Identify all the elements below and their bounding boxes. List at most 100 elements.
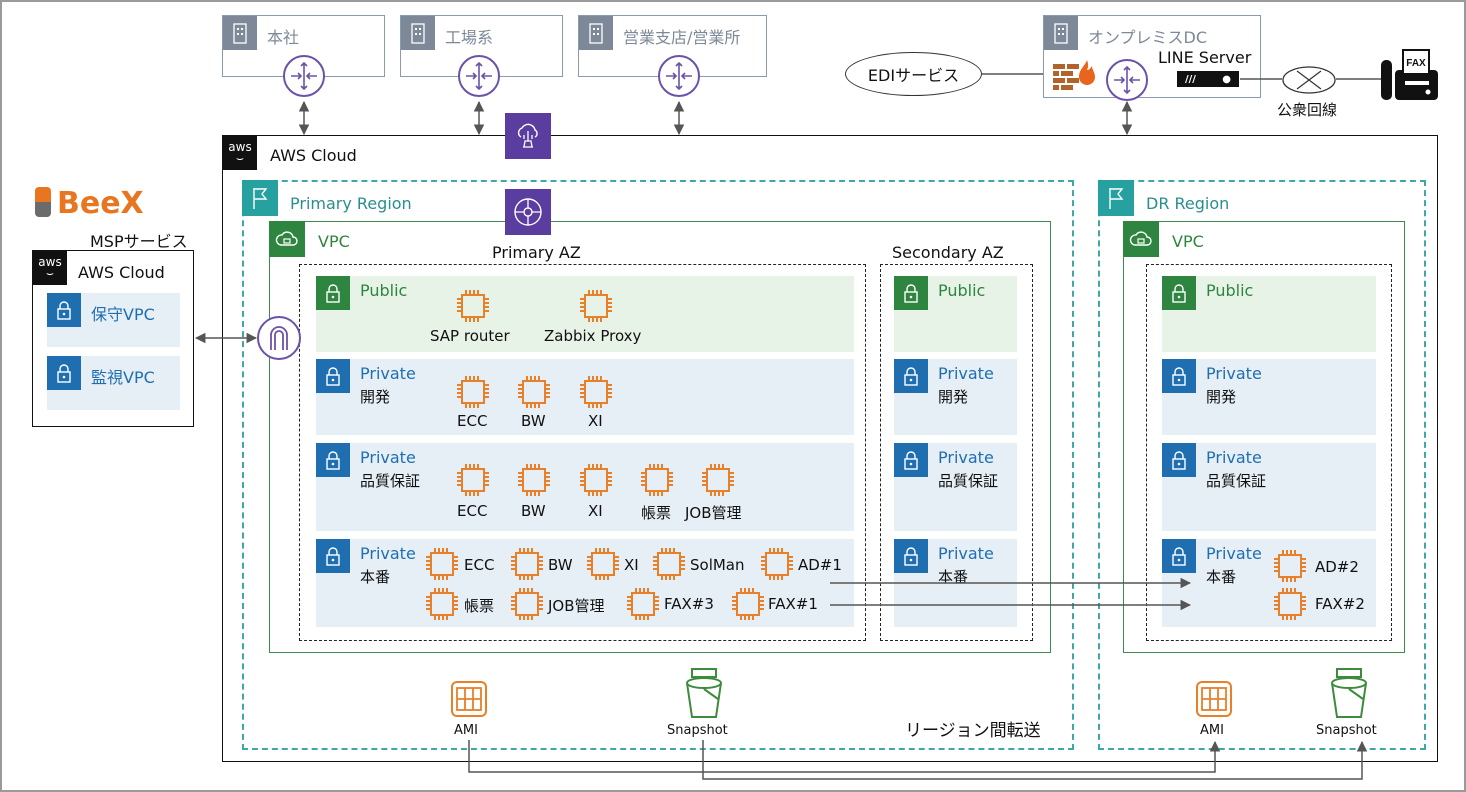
subnet-title: Private xyxy=(1206,544,1262,563)
subnet-title: Private xyxy=(360,364,416,383)
subnet-environment: 品質保証 xyxy=(938,472,999,490)
secondary-az xyxy=(880,264,1033,641)
beex-logo: BeeX xyxy=(35,186,144,221)
ec2-instance-icon xyxy=(701,463,735,497)
snapshot-bucket-icon xyxy=(682,665,726,721)
vpc-label: VPC xyxy=(1172,232,1204,251)
subnet-environment: 開発 xyxy=(360,388,391,406)
lock-icon xyxy=(316,443,350,477)
subnet-private: Private 本番 xyxy=(1162,539,1376,627)
instance-label: 帳票 xyxy=(641,504,672,522)
firewall-icon xyxy=(1053,58,1097,90)
lock-icon xyxy=(316,539,350,573)
instance-label: FAX#1 xyxy=(768,595,818,613)
dr-snapshot-label: Snapshot xyxy=(1316,723,1377,738)
subnet-title: Private xyxy=(1206,448,1262,467)
ec2-instance-icon xyxy=(731,587,765,621)
subnet-private: Private 本番 xyxy=(316,539,854,627)
snapshot-label: Snapshot xyxy=(667,723,728,738)
subnet-title: Public xyxy=(360,281,408,300)
instance-label: JOB管理 xyxy=(685,504,742,522)
subnet-environment: 本番 xyxy=(360,568,391,586)
subnet-private: Private 開発 xyxy=(894,359,1017,435)
lock-icon xyxy=(894,539,928,573)
msp-vpc-maintenance: 保守VPC xyxy=(47,293,180,347)
ec2-instance-icon xyxy=(1273,587,1307,621)
beex-logo-icon xyxy=(35,187,51,217)
router-icon xyxy=(1106,59,1148,101)
subnet-private: Private 本番 xyxy=(894,539,1017,627)
ec2-instance-icon xyxy=(586,547,620,581)
line-server-label: LINE Server xyxy=(1158,48,1252,67)
ec2-instance-icon xyxy=(425,587,459,621)
ec2-instance-icon xyxy=(579,375,613,409)
instance-label: AD#1 xyxy=(798,556,842,574)
ec2-instance-icon xyxy=(456,289,490,323)
instance-label: BW xyxy=(521,502,546,520)
lock-icon xyxy=(894,276,928,310)
instance-label: SolMan xyxy=(690,556,745,574)
ec2-instance-icon xyxy=(510,587,544,621)
instance-label: FAX#2 xyxy=(1315,595,1365,613)
router-icon xyxy=(458,55,500,97)
ec2-instance-icon xyxy=(579,289,613,323)
lock-icon xyxy=(1162,539,1196,573)
site-label: 営業支店/営業所 xyxy=(623,28,741,47)
vpc-label: 保守VPC xyxy=(91,305,155,324)
line-server-icon: ///● xyxy=(1177,71,1239,87)
ec2-instance-icon xyxy=(640,463,674,497)
msp-aws-cloud: aws⌣ AWS Cloud 保守VPC 監視VPC xyxy=(32,250,194,427)
instance-label: SAP router xyxy=(430,327,510,345)
ec2-instance-icon xyxy=(579,463,613,497)
instance-label: BW xyxy=(548,556,573,574)
aws-logo-icon: aws⌣ xyxy=(223,136,257,170)
router-icon xyxy=(283,55,325,97)
region-flag-icon xyxy=(242,180,278,216)
lock-icon xyxy=(47,356,81,390)
ami-label: AMI xyxy=(454,723,478,738)
primary-az-label: Primary AZ xyxy=(492,243,581,262)
vpc-cloud-icon xyxy=(1123,221,1159,257)
aws-cloud-label: AWS Cloud xyxy=(270,146,357,165)
instance-label: XI xyxy=(624,556,639,574)
ami-icon xyxy=(450,680,488,718)
subnet-title: Public xyxy=(938,281,986,300)
primary-vpc: VPC xyxy=(269,221,1051,653)
primary-az xyxy=(299,264,866,641)
subnet-public: Public xyxy=(894,276,1017,352)
dr-az xyxy=(1146,264,1392,641)
lock-icon xyxy=(47,293,81,327)
dr-vpc: VPC xyxy=(1123,221,1405,653)
secondary-az-label: Secondary AZ xyxy=(892,243,1004,262)
fax-icon: FAX xyxy=(1381,48,1439,100)
region-label: DR Region xyxy=(1146,194,1230,213)
public-line-icon xyxy=(1282,66,1336,94)
building-icon xyxy=(223,16,257,50)
subnet-title: Private xyxy=(360,448,416,467)
ec2-instance-icon xyxy=(626,587,660,621)
lock-icon xyxy=(316,359,350,393)
lock-icon xyxy=(1162,443,1196,477)
msp-cloud-label: AWS Cloud xyxy=(78,263,165,282)
site-label: オンプレミスDC xyxy=(1088,28,1208,47)
vpc-label: 監視VPC xyxy=(91,368,155,387)
subnet-title: Private xyxy=(938,544,994,563)
lock-icon xyxy=(1162,276,1196,310)
instance-label: JOB管理 xyxy=(548,597,605,615)
instance-label: AD#2 xyxy=(1315,558,1359,576)
instance-label: XI xyxy=(588,412,603,430)
subnet-private: Private 開発 xyxy=(1162,359,1376,435)
subnet-title: Private xyxy=(360,544,416,563)
subnet-title: Private xyxy=(938,364,994,383)
public-line-label: 公衆回線 xyxy=(1277,101,1338,119)
subnet-private: Private 品質保証 xyxy=(1162,443,1376,531)
subnet-environment: 本番 xyxy=(1206,568,1237,586)
instance-label: ECC xyxy=(464,556,495,574)
subnet-environment: 本番 xyxy=(938,568,969,586)
ec2-instance-icon xyxy=(456,463,490,497)
vpc-label: VPC xyxy=(318,232,350,251)
ec2-instance-icon xyxy=(425,547,459,581)
subnet-title: Public xyxy=(1206,281,1254,300)
subnet-public: Public xyxy=(316,276,854,352)
aws-logo-icon: aws⌣ xyxy=(33,251,67,285)
